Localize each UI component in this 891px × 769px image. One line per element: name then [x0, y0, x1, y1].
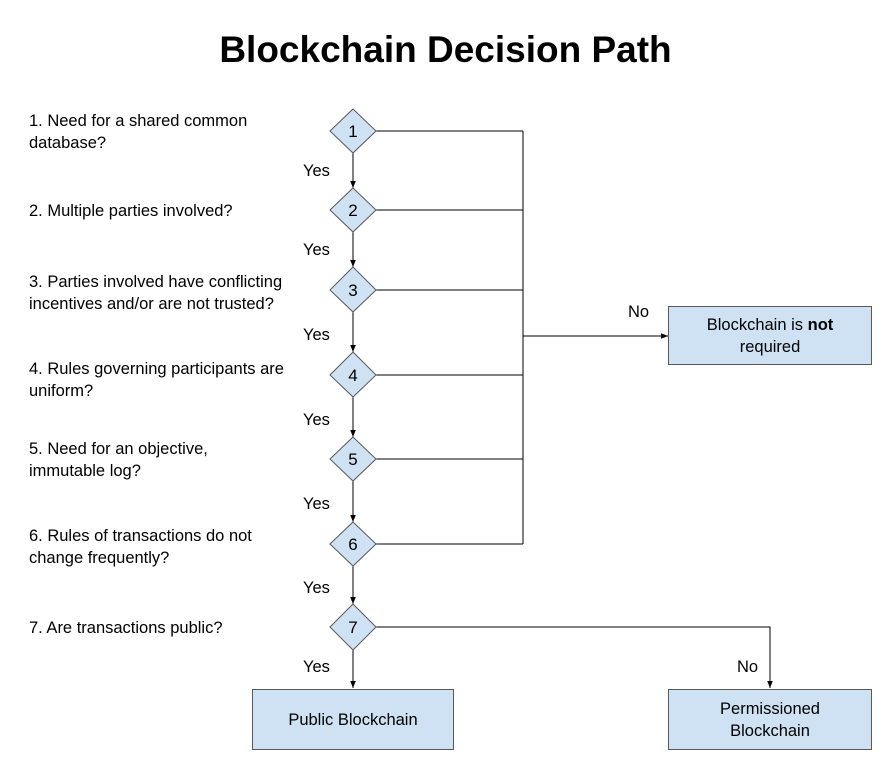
outcome-not-required-suffix: required: [739, 337, 801, 356]
yes-label-7: Yes: [303, 658, 330, 676]
outcome-public-blockchain: Public Blockchain: [252, 689, 454, 750]
yes-label-1: Yes: [303, 162, 330, 180]
decision-diamond-4: [329, 351, 377, 398]
diagram-title: Blockchain Decision Path: [219, 29, 672, 70]
yes-label-6: Yes: [303, 579, 330, 597]
decision-diamond-6: [329, 521, 377, 567]
question-6-line1: 6. Rules of transactions do not: [29, 527, 252, 545]
diamond-number-7: 7: [348, 618, 357, 637]
outcome-permissioned-text: Permissioned Blockchain: [720, 698, 820, 742]
question-5-line1: 5. Need for an objective,: [29, 440, 208, 458]
question-7-line1: 7. Are transactions public?: [29, 619, 223, 637]
question-5: 5. Need for an objective, immutable log?: [29, 438, 208, 482]
outcome-permissioned-blockchain: Permissioned Blockchain: [668, 689, 872, 750]
question-2-line1: 2. Multiple parties involved?: [29, 202, 233, 220]
outcome-public-blockchain-text: Public Blockchain: [288, 710, 418, 729]
yes-label-4: Yes: [303, 411, 330, 429]
diamond-number-3: 3: [348, 281, 357, 300]
question-4-line1: 4. Rules governing participants are: [29, 360, 284, 378]
question-1-line2: database?: [29, 134, 107, 152]
question-1-line1: 1. Need for a shared common: [29, 112, 248, 130]
diamond-number-5: 5: [348, 450, 357, 469]
question-3: 3. Parties involved have conflicting inc…: [29, 271, 282, 315]
question-4-line2: uniform?: [29, 382, 94, 400]
question-3-line1: 3. Parties involved have conflicting: [29, 273, 283, 291]
diamond-number-2: 2: [348, 201, 357, 220]
decision-diamond-5: [329, 436, 377, 482]
no-label-not-required: No: [628, 303, 650, 321]
question-4: 4. Rules governing participants are unif…: [29, 358, 284, 402]
diamond-number-4: 4: [348, 366, 357, 385]
no-arrow-to-permissioned: [376, 626, 773, 688]
no-connectors: [376, 130, 773, 688]
question-5-line2: immutable log?: [29, 462, 141, 480]
question-2: 2. Multiple parties involved?: [29, 200, 233, 222]
question-1: 1. Need for a shared common database?: [29, 110, 247, 154]
decision-diamonds: [329, 108, 377, 651]
diamond-numbers: 1 2 3 4 5 6 7: [348, 122, 357, 637]
outcome-permissioned-line1: Permissioned: [720, 699, 820, 718]
outcome-permissioned-line2: Blockchain: [730, 721, 810, 740]
yes-label-5: Yes: [303, 495, 330, 513]
question-6: 6. Rules of transactions do not change f…: [29, 525, 252, 569]
yes-label-2: Yes: [303, 241, 330, 259]
diamond-number-1: 1: [348, 122, 357, 141]
no-label-permissioned: No: [737, 658, 759, 676]
question-7: 7. Are transactions public?: [29, 617, 223, 639]
decision-diamond-1: [329, 108, 377, 154]
question-6-line2: change frequently?: [29, 549, 170, 567]
outcome-not-required-bold: not: [807, 315, 834, 334]
decision-diamond-3: [329, 266, 377, 313]
decision-diamond-2: [329, 187, 377, 233]
yes-label-3: Yes: [303, 326, 330, 344]
question-3-line2: incentives and/or are not trusted?: [29, 295, 274, 313]
outcome-not-required: Blockchain is not required: [668, 306, 872, 365]
outcome-not-required-text: Blockchain is not required: [707, 314, 834, 358]
decision-diamond-7: [329, 603, 377, 651]
outcome-not-required-prefix: Blockchain is: [706, 315, 808, 334]
diamond-number-6: 6: [348, 535, 357, 554]
